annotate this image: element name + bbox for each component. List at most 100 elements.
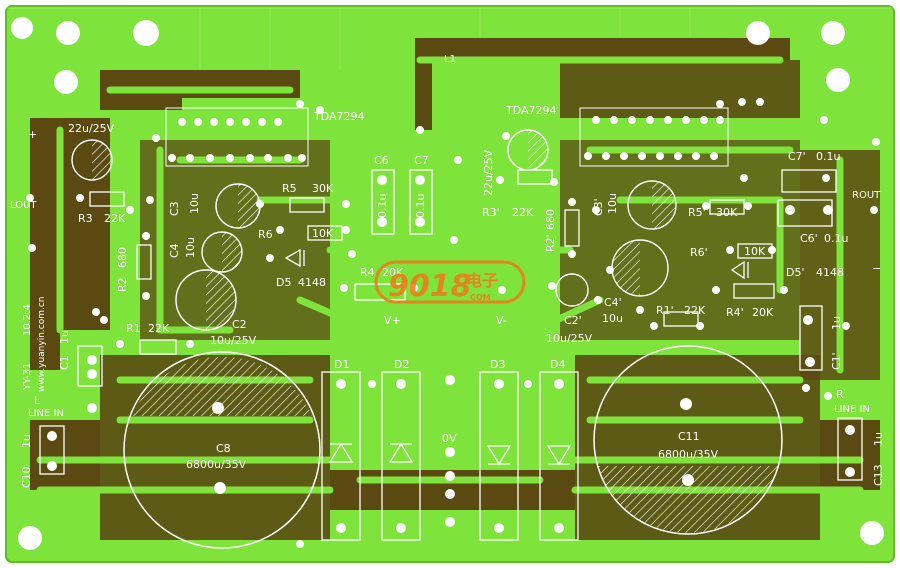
label-c4r-value: 10u [602, 312, 623, 325]
label-c7r: C7' [788, 150, 806, 163]
label-plus-left: + [28, 128, 37, 141]
label-r5: R5 [282, 182, 297, 195]
label-r6r-value: 10K [744, 245, 766, 258]
label-r3-value: 22K [104, 212, 126, 225]
label-r2r: R2' [544, 234, 557, 252]
label-tda-left: TDA7294 [313, 110, 365, 123]
label-c3r: C3' [592, 198, 605, 216]
watermark: 9018 电子 COM [374, 260, 526, 304]
label-r3r-value: 22K [512, 206, 534, 219]
label-c7-value: 0.1u [414, 194, 427, 218]
capacitor-c8 [123, 351, 321, 549]
label-c5-value: 22u/25V [68, 122, 115, 135]
label-d5r: D5' [786, 266, 805, 279]
label-c13-value: 1u [872, 432, 885, 446]
label-l-mark: L [34, 394, 41, 407]
label-r2: R2 [116, 277, 129, 292]
label-r3: R3 [78, 212, 93, 225]
label-c4r: C4' [604, 296, 622, 309]
label-c7: C7 [414, 154, 429, 167]
capacitor-c11 [593, 345, 783, 535]
label-c1r-value: 1u [830, 316, 843, 330]
label-c6: C6 [374, 154, 389, 167]
label-r4r-value: 20K [752, 306, 774, 319]
label-r6-value: 10K [312, 227, 334, 240]
label-c11-value: 6800u/35V [658, 448, 719, 461]
label-c1: C1 [58, 355, 71, 370]
label-url: www.yuanyin.com.cn [37, 297, 47, 393]
label-l1: L1 [444, 54, 456, 65]
label-r3r: R3' [482, 206, 500, 219]
label-c2r: C2' [564, 314, 582, 327]
mounting-holes [11, 17, 884, 550]
label-board-id: YY-31 [22, 363, 33, 391]
label-c10: C10 [20, 466, 33, 488]
ic-footprint-right [579, 107, 729, 167]
label-d1: D1 [334, 358, 349, 371]
small-diodes [284, 248, 749, 280]
resistor-footprints [39, 169, 863, 481]
label-c3-value: 10u [188, 193, 201, 214]
label-rout: ROUT [852, 190, 881, 201]
label-r5r: R5' [688, 206, 706, 219]
label-c8-value: 6800u/35V [186, 458, 247, 471]
label-vplus: V+ [384, 314, 401, 327]
label-d3: D3 [490, 358, 505, 371]
ic-footprint-left [165, 107, 309, 167]
label-c4: C4 [168, 243, 181, 258]
label-c3: C3 [168, 201, 181, 216]
label-tda-right: TDA7294 [505, 104, 557, 117]
label-c6r-value: 0.1u [824, 232, 848, 245]
label-c8: C8 [216, 442, 231, 455]
label-r6: R6 [258, 228, 273, 241]
silkscreen: TDA7294 TDA7294 L1 22u/25V + LOUT R3 22K… [10, 54, 885, 488]
label-r1r: R1' [656, 304, 674, 317]
label-c2: C2 [232, 318, 247, 331]
label-c5r-value: 22u/25V [482, 149, 495, 196]
label-r1r-value: 22K [684, 304, 706, 317]
label-d4: D4 [550, 358, 565, 371]
label-c2-value: 10u/25V [210, 334, 257, 347]
label-c6r: C6' [800, 232, 818, 245]
label-c10-value: 1u [20, 434, 33, 448]
label-r1: R1 [126, 322, 141, 335]
label-r4-value: 20K [382, 266, 404, 279]
label-r2-value: 680 [116, 247, 129, 268]
label-c3r-value: 10u [606, 193, 619, 214]
label-d2: D2 [394, 358, 409, 371]
label-date: 10.2.4 [22, 304, 33, 336]
label-c6-value: 0.1u [376, 194, 389, 218]
label-d5-value: 4148 [298, 276, 326, 289]
label-zero-v: 0V [442, 432, 457, 445]
watermark-cn: 电子 [466, 271, 498, 290]
label-r5r-value: 30K [716, 206, 738, 219]
cap-polarity-marks [92, 130, 676, 330]
label-c2r-value: 10u/25V [546, 332, 593, 345]
rectifier-diodes [321, 371, 579, 541]
label-minus-right: − [872, 262, 881, 275]
label-r-mark: R [836, 388, 844, 401]
label-c7r-value: 0.1u [816, 150, 840, 163]
watermark-sub: COM [470, 293, 491, 302]
label-d5: D5 [276, 276, 291, 289]
label-line-in-left: LINE IN [28, 408, 64, 419]
label-r2r-value: 680 [544, 209, 557, 230]
label-c1-value: 1u [58, 330, 71, 344]
label-line-in-right: LINE IN [834, 404, 870, 415]
label-r4r: R4' [726, 306, 744, 319]
label-c1r: C1' [830, 352, 843, 370]
label-r5-value: 30K [312, 182, 334, 195]
label-r1-value: 22K [148, 322, 170, 335]
label-r4: R4 [360, 266, 375, 279]
watermark-brand: 9018 [388, 269, 472, 304]
solder-pads [26, 98, 880, 548]
label-lout: LOUT [10, 200, 37, 211]
label-vminus: V- [496, 314, 507, 327]
label-c13: C13 [872, 464, 885, 486]
label-r6r: R6' [690, 246, 708, 259]
label-c4-value: 10u [184, 237, 197, 258]
label-c11: C11 [678, 430, 700, 443]
label-d5r-value: 4148 [816, 266, 844, 279]
